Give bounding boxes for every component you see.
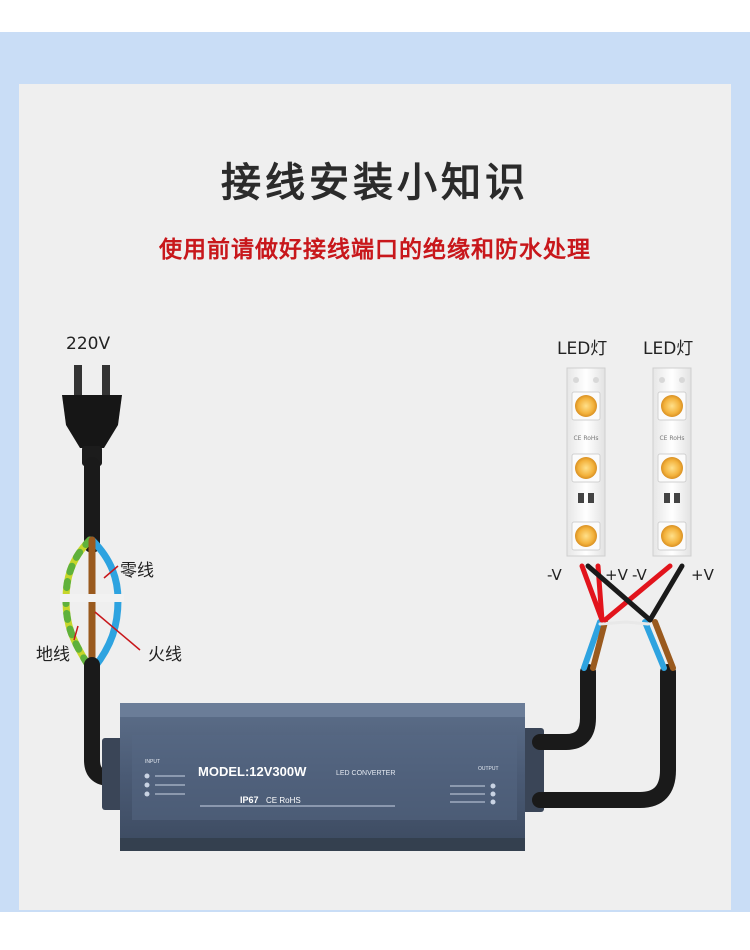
live-wire-label: 火线 — [148, 645, 182, 665]
svg-text:CE RoHs: CE RoHs — [573, 435, 598, 442]
converter-bottom-rib — [120, 838, 525, 851]
converter-cap-left — [102, 738, 124, 810]
converter-label-area — [132, 735, 517, 820]
led2-wire-black — [647, 563, 685, 623]
led-strip-right: CE RoHs — [652, 367, 692, 557]
output-wire-blue-1 — [581, 619, 603, 671]
page-subtitle: 使用前请做好接线端口的绝缘和防水处理 — [159, 237, 591, 263]
led-right-positive-label: +V — [691, 566, 714, 584]
led2-wire-red — [602, 563, 673, 623]
output-wire-brown-2 — [652, 619, 676, 671]
converter-type-text: LED CONVERTER — [336, 770, 395, 777]
output-wire-blue-2 — [642, 619, 667, 671]
output-cable-upper — [532, 664, 596, 750]
neutral-pointer-line — [103, 565, 119, 579]
output-wires — [579, 563, 685, 671]
plug-prong-right — [102, 365, 110, 397]
output-cable-lower — [532, 664, 676, 808]
voltage-label: 220V — [66, 334, 111, 354]
led1-wire-red — [579, 563, 605, 623]
converter-certs-text: CE RoHS — [266, 796, 301, 805]
output-wire-brown-1 — [590, 619, 608, 671]
converter-ip-text: IP67 — [240, 795, 259, 805]
led-left-positive-label: +V — [605, 566, 628, 584]
output-wire-joints — [598, 620, 650, 626]
led-right-negative-label: -V — [632, 566, 647, 584]
plug-prong-left — [74, 365, 82, 397]
plug-body — [62, 395, 122, 448]
converter-output-text: OUTPUT — [478, 766, 499, 772]
converter-input-text: INPUT — [145, 759, 160, 765]
power-plug — [62, 365, 122, 466]
converter-top-rib — [120, 703, 525, 717]
led-right-label: LED灯 — [643, 339, 694, 359]
live-pointer-line — [94, 611, 141, 651]
led1-wire-black — [585, 563, 653, 623]
ground-wire-label: 地线 — [36, 645, 70, 665]
svg-text:CE RoHs: CE RoHs — [659, 435, 684, 442]
wire-joint-gap — [60, 594, 124, 602]
ground-pointer-line — [73, 625, 79, 641]
led-left-negative-label: -V — [547, 566, 562, 584]
neutral-wire-label: 零线 — [120, 561, 154, 581]
page-title: 接线安装小知识 — [221, 160, 529, 206]
neutral-wire-blue — [88, 536, 122, 672]
led-left-label: LED灯 — [557, 339, 608, 359]
converter-model-text: MODEL:12V300W — [198, 764, 307, 779]
input-wires-split — [60, 536, 124, 672]
power-converter: MODEL:12V300W LED CONVERTER INPUT OUTPUT… — [102, 703, 544, 851]
led-strip-left: CE RoHs — [566, 367, 606, 557]
